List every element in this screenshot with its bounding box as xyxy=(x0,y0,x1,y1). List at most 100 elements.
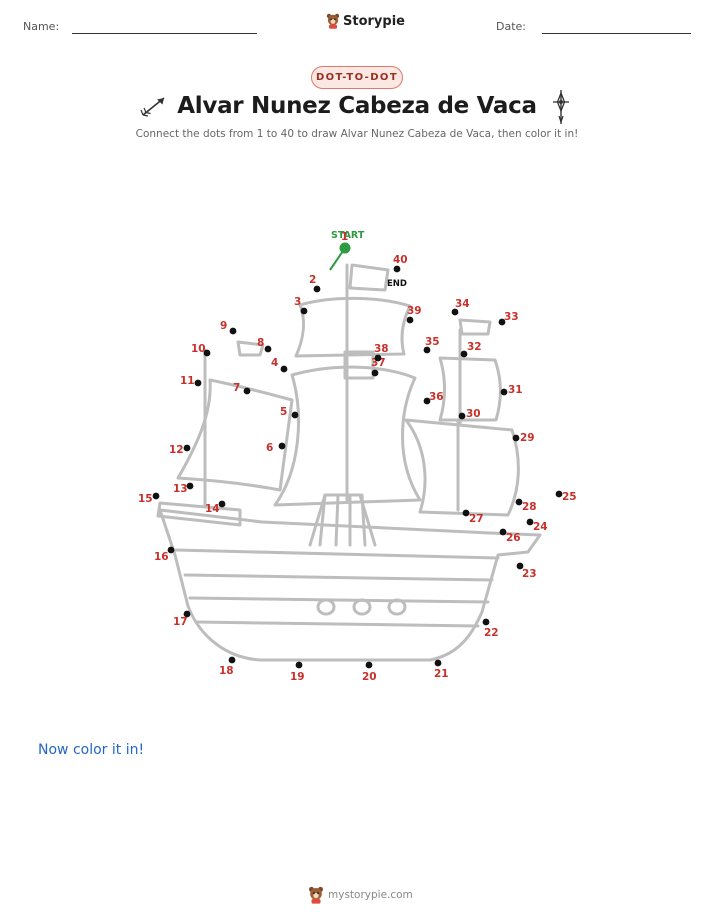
color-prompt: Now color it in! xyxy=(38,742,145,758)
dot-10 xyxy=(203,349,211,357)
brand-logo: Storypie xyxy=(326,13,405,29)
dot-34 xyxy=(451,308,459,316)
compass-dagger-icon xyxy=(553,90,569,124)
dot-19 xyxy=(295,661,303,669)
dot-label-40: 40 xyxy=(393,254,408,266)
dot-32 xyxy=(460,350,468,358)
dot-27 xyxy=(462,509,470,517)
dot-label-11: 11 xyxy=(180,375,195,387)
name-label: Name: xyxy=(23,20,60,33)
dot-label-1: 1 xyxy=(341,231,348,243)
dot-label-8: 8 xyxy=(257,337,264,349)
dot-label-30: 30 xyxy=(466,408,481,420)
dot-31 xyxy=(500,388,508,396)
dot-17 xyxy=(183,610,191,618)
dot-25 xyxy=(555,490,563,498)
brand-name: Storypie xyxy=(343,13,405,29)
dot-label-20: 20 xyxy=(362,671,377,683)
dot-label-24: 24 xyxy=(533,521,548,533)
dot-label-12: 12 xyxy=(169,444,184,456)
dot-16 xyxy=(167,546,175,554)
dot-9 xyxy=(229,327,237,335)
dot-label-15: 15 xyxy=(138,493,153,505)
dot-40 xyxy=(393,265,401,273)
page-title: Alvar Nunez Cabeza de Vaca xyxy=(177,93,537,119)
dot-8 xyxy=(264,345,272,353)
arrow-icon xyxy=(140,97,165,117)
dot-label-18: 18 xyxy=(219,665,234,677)
dot-label-29: 29 xyxy=(520,432,535,444)
footer: mystorypie.com xyxy=(308,886,413,904)
dot-label-16: 16 xyxy=(154,551,169,563)
ship-outline xyxy=(156,263,542,662)
dot-to-dot-badge: DOT-TO-DOT xyxy=(311,66,403,89)
dot-label-39: 39 xyxy=(407,305,422,317)
dot-label-33: 33 xyxy=(504,311,519,323)
dot-12 xyxy=(183,444,191,452)
dot-label-28: 28 xyxy=(522,501,537,513)
end-label: END xyxy=(387,279,407,289)
dot-23 xyxy=(516,562,524,570)
dot-26 xyxy=(499,528,507,536)
dot-label-38: 38 xyxy=(374,343,389,355)
dot-label-2: 2 xyxy=(309,274,316,286)
dot-2 xyxy=(313,285,321,293)
dot-15 xyxy=(152,492,160,500)
dot-label-23: 23 xyxy=(522,568,537,580)
date-label: Date: xyxy=(496,20,526,33)
dot-label-7: 7 xyxy=(233,382,240,394)
dot-label-17: 17 xyxy=(173,616,188,628)
dot-20 xyxy=(365,661,373,669)
dot-label-4: 4 xyxy=(271,357,278,369)
dot-label-35: 35 xyxy=(425,336,440,348)
dot-label-10: 10 xyxy=(191,343,206,355)
dot-11 xyxy=(194,379,202,387)
dot-28 xyxy=(515,498,523,506)
name-line[interactable] xyxy=(72,33,257,34)
dot-label-6: 6 xyxy=(266,442,273,454)
start-label: START xyxy=(331,230,365,241)
dot-7 xyxy=(243,387,251,395)
dot-3 xyxy=(300,307,308,315)
dot-label-32: 32 xyxy=(467,341,482,353)
footer-url[interactable]: mystorypie.com xyxy=(328,889,413,901)
dot-14 xyxy=(218,500,226,508)
dot-30 xyxy=(458,412,466,420)
dot-1 xyxy=(339,242,351,254)
dot-label-14: 14 xyxy=(205,503,220,515)
bear-mascot-icon xyxy=(309,886,323,904)
dot-label-9: 9 xyxy=(220,320,227,332)
dot-35 xyxy=(423,346,431,354)
dot-38 xyxy=(374,354,382,362)
dot-label-5: 5 xyxy=(280,406,287,418)
dot-21 xyxy=(434,659,442,667)
date-line[interactable] xyxy=(542,33,691,34)
dot-label-13: 13 xyxy=(173,483,188,495)
dot-label-22: 22 xyxy=(484,627,499,639)
dot-label-3: 3 xyxy=(294,296,301,308)
dot-39 xyxy=(406,316,414,324)
bear-mascot-icon xyxy=(326,13,340,29)
dot-13 xyxy=(186,482,194,490)
dot-29 xyxy=(512,434,520,442)
dot-label-36: 36 xyxy=(429,391,444,403)
dot-18 xyxy=(228,656,236,664)
dot-label-25: 25 xyxy=(562,491,577,503)
dot-22 xyxy=(482,618,490,626)
dot-33 xyxy=(498,318,506,326)
dot-24 xyxy=(526,518,534,526)
dot-36 xyxy=(423,397,431,405)
dot-37 xyxy=(371,369,379,377)
dot-label-37: 37 xyxy=(371,357,386,369)
dot-label-26: 26 xyxy=(506,532,521,544)
dot-label-31: 31 xyxy=(508,384,523,396)
dot-label-34: 34 xyxy=(455,298,470,310)
dot-label-19: 19 xyxy=(290,671,305,683)
dot-label-27: 27 xyxy=(469,513,484,525)
dot-5 xyxy=(291,411,299,419)
instructions: Connect the dots from 1 to 40 to draw Al… xyxy=(135,128,579,140)
dot-label-21: 21 xyxy=(434,668,449,680)
dot-4 xyxy=(280,365,288,373)
